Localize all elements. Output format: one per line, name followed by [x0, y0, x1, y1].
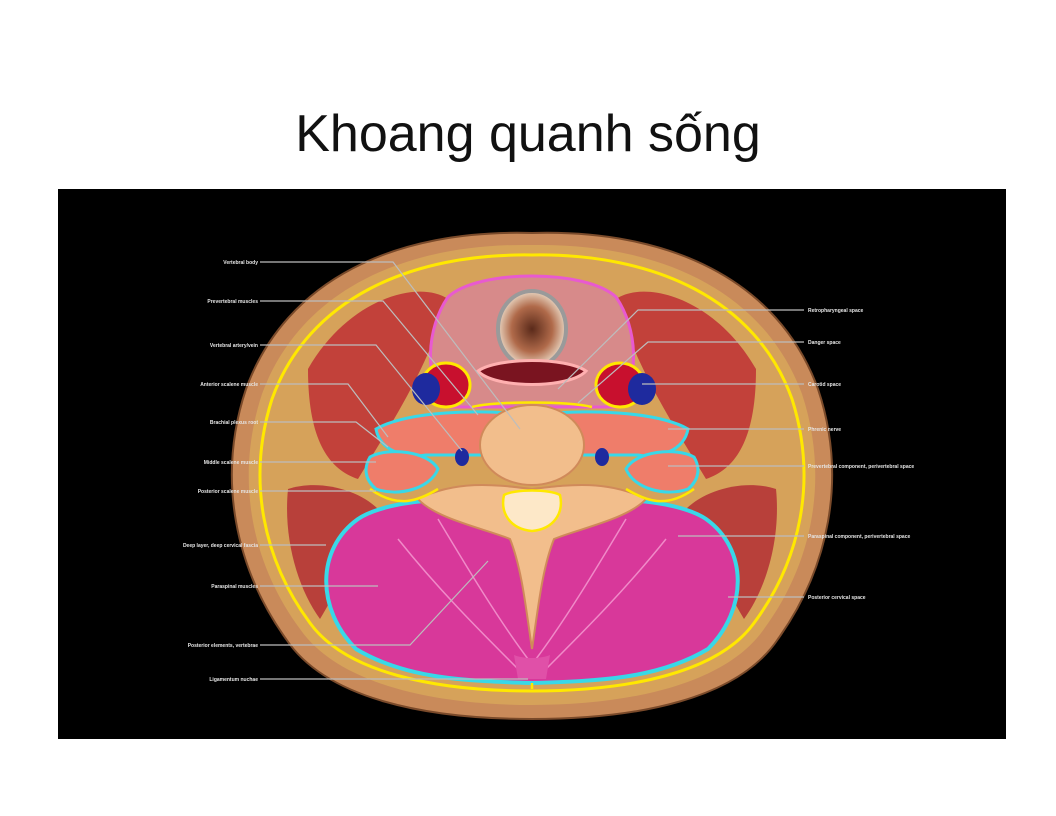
sternocleidomastoid-right [616, 291, 756, 479]
leader-vertebral-body [260, 261, 521, 430]
scalene-muscles-right [624, 450, 700, 494]
label-vertebral-artery-vein: Vertebral artery/vein [210, 343, 258, 349]
label-brachial-plexus-root: Brachial plexus root [210, 420, 258, 426]
trachea [496, 289, 568, 369]
vertebral-artery-left [455, 448, 469, 466]
label-posterior-elements: Posterior elements, vertebrae [188, 643, 259, 649]
label-ligamentum-nuchae: Ligamentum nuchae [209, 677, 258, 683]
vertebral-body [479, 404, 585, 486]
neck-cross-section-illustration: Vertebral body Prevertebral muscles Vert… [183, 231, 914, 721]
leader-prevertebral-muscles [260, 300, 479, 416]
paraspinal-septa [397, 518, 667, 670]
scalene-muscles-left [364, 450, 440, 494]
jugular-vein-right [628, 373, 656, 405]
label-middle-scalene: Middle scalene muscle [204, 460, 258, 466]
jugular-vein-left [412, 373, 440, 405]
esophagus [475, 359, 589, 386]
label-phrenic-nerve: Phrenic nerve [808, 427, 841, 433]
leader-danger-space [577, 341, 804, 404]
label-posterior-cervical-space: Posterior cervical space [808, 595, 866, 601]
label-prevertebral-component: Prevertebral component, perivertebral sp… [808, 464, 914, 470]
vertebral-artery-right [595, 448, 609, 466]
label-danger-space: Danger space [808, 340, 841, 346]
leader-brachial-plexus [260, 421, 389, 448]
label-vertebral-body: Vertebral body [223, 260, 258, 266]
label-prevertebral-muscles: Prevertebral muscles [207, 299, 258, 305]
label-posterior-scalene: Posterior scalene muscle [198, 489, 259, 495]
leader-anterior-scalene [260, 383, 389, 438]
leader-retropharyngeal [557, 309, 804, 390]
perivertebral-fascia [369, 401, 695, 689]
label-carotid-space: Carotid space [808, 382, 841, 388]
label-paraspinal-muscles: Paraspinal muscles [211, 584, 258, 590]
posterior-elements [416, 483, 648, 650]
anatomy-figure: Vertebral body Prevertebral muscles Vert… [58, 189, 1006, 739]
slide-title: Khoang quanh sống [295, 105, 761, 163]
label-deep-cervical-fascia: Deep layer, deep cervical fascia [183, 543, 258, 549]
label-paraspinal-component: Paraspinal component, perivertebral spac… [808, 534, 910, 540]
label-retropharyngeal-space: Retropharyngeal space [808, 308, 864, 314]
leader-vertebral-artery [260, 344, 463, 452]
spinal-canal [501, 489, 563, 533]
sternocleidomastoid-left [308, 291, 448, 479]
label-anterior-scalene: Anterior scalene muscle [200, 382, 258, 388]
ligamentum-nuchae [514, 655, 550, 679]
leader-posterior-elements [260, 560, 489, 646]
